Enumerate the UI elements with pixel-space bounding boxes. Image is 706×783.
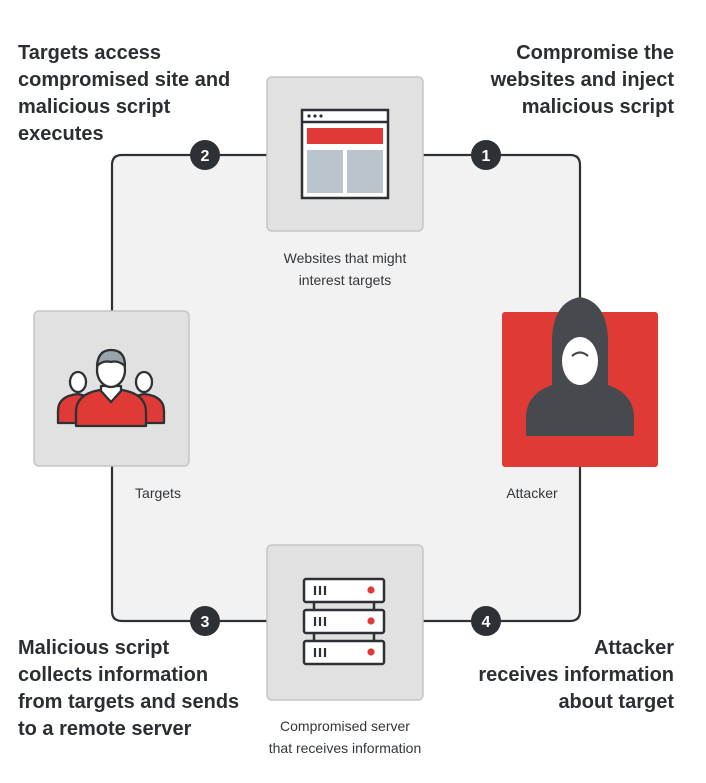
server-node-label: Compromised server that receives informa… xyxy=(268,718,422,756)
server-rack-icon xyxy=(302,577,386,666)
step-number-3: 3 xyxy=(201,614,210,631)
flow-lines xyxy=(110,155,582,623)
step-badge-4: 4 xyxy=(471,606,501,636)
step-2-caption: Targets access compromised site and mali… xyxy=(18,42,231,145)
step-badge-2: 2 xyxy=(190,140,220,170)
hooded-attacker-icon xyxy=(526,297,634,436)
flow-line-step-4 xyxy=(408,446,580,623)
step-1-caption: Compromise the websites and inject malic… xyxy=(490,42,674,118)
user-group-icon xyxy=(56,348,166,428)
step-number-2: 2 xyxy=(201,148,210,165)
targets-node-label: Targets xyxy=(135,485,181,501)
step-number-4: 4 xyxy=(482,614,491,631)
attacker-node-label: Attacker xyxy=(506,485,558,501)
step-badge-3: 3 xyxy=(190,606,220,636)
step-badge-1: 1 xyxy=(471,140,501,170)
flow-line-step-3 xyxy=(110,455,285,621)
flow-line-step-2 xyxy=(110,155,285,318)
websites-node-label: Websites that might interest targets xyxy=(283,250,407,288)
flow-line-step-1 xyxy=(410,155,582,318)
step-3-caption: Malicious script collects information fr… xyxy=(18,637,240,740)
step-number-1: 1 xyxy=(482,148,491,165)
browser-window-icon xyxy=(300,108,390,200)
step-4-caption: Attacker receives information about targ… xyxy=(478,637,674,713)
